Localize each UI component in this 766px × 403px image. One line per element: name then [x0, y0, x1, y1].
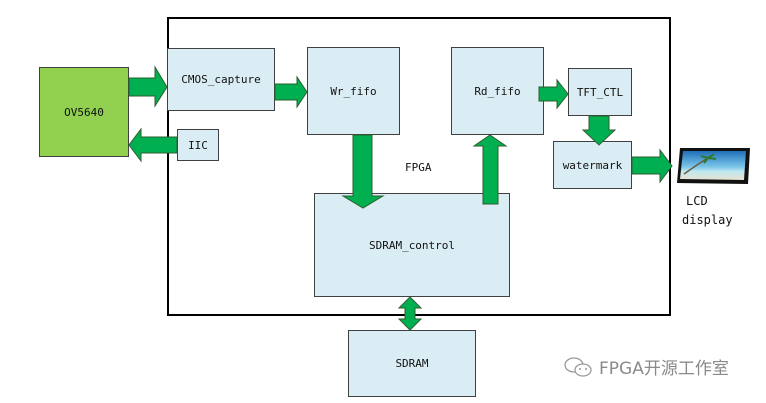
cmos-capture-block: CMOS_capture	[167, 48, 275, 111]
arrow-rdfifo-to-tft	[538, 78, 569, 110]
lcd-label-line2: display	[682, 213, 733, 227]
watermark-block: watermark	[553, 141, 632, 189]
arrow-sdram-control-to-rdfifo	[472, 134, 508, 205]
watermark-caption: FPGA开源工作室	[563, 354, 729, 379]
lcd-label-line1: LCD	[686, 194, 708, 208]
fpga-label: FPGA	[405, 161, 432, 174]
arrow-sdram-bidirectional	[397, 296, 423, 331]
wr-fifo-block: Wr_fifo	[307, 47, 400, 135]
arrow-sensor-to-cmos	[128, 65, 168, 108]
sdram-block: SDRAM	[348, 330, 476, 397]
ov5640-sensor-block: OV5640	[39, 67, 129, 157]
tft-ctl-block: TFT_CTL	[568, 68, 632, 116]
arrow-cmos-to-wrfifo	[274, 75, 308, 109]
arrow-tft-to-watermark	[581, 115, 617, 146]
lcd-display-image	[677, 148, 750, 184]
arrow-iic-to-sensor	[128, 127, 178, 163]
sdram-control-block: SDRAM_control	[314, 193, 510, 297]
iic-block: IIC	[177, 129, 219, 161]
watermark-text: FPGA开源工作室	[599, 359, 729, 379]
arrow-watermark-to-lcd	[631, 148, 673, 184]
wechat-icon	[564, 356, 592, 377]
arrow-wrfifo-to-sdram-control	[341, 134, 385, 209]
